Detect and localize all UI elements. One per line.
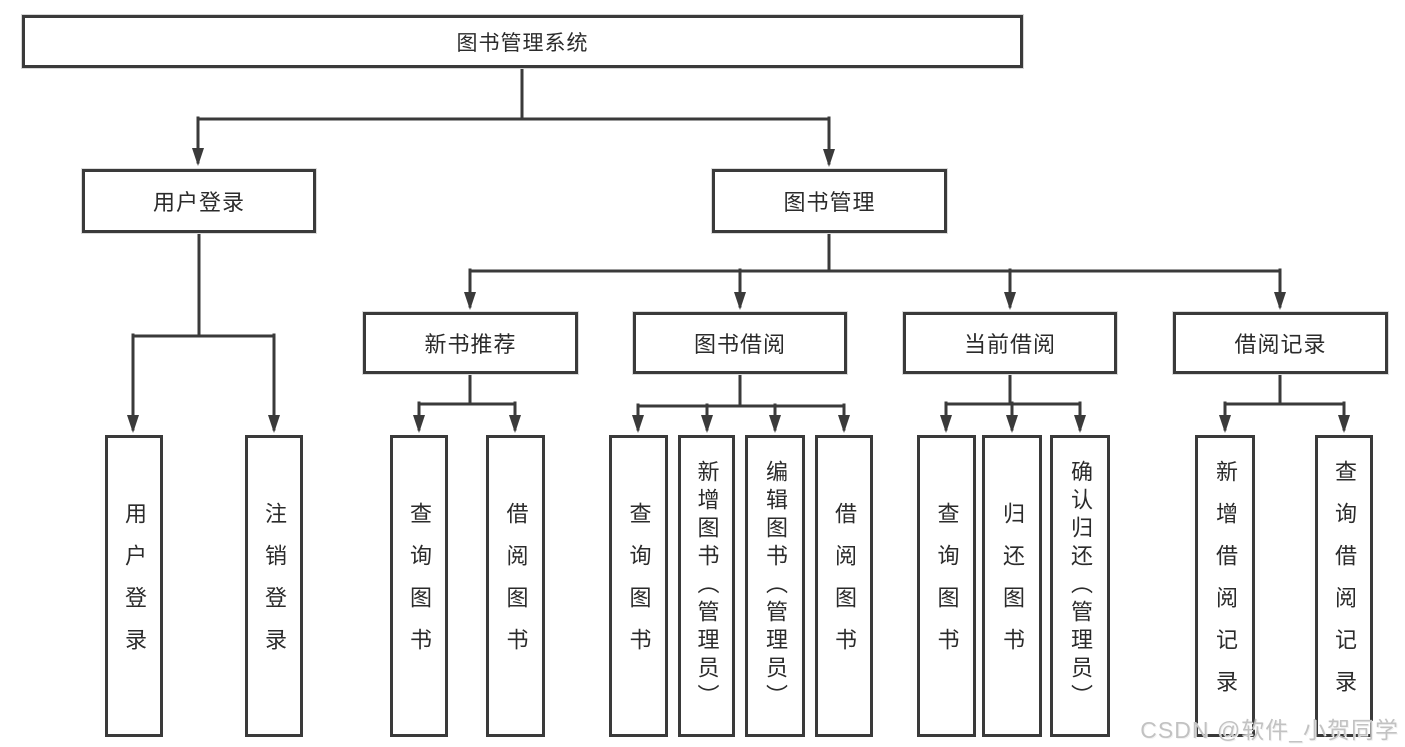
node-borrow-records: 借阅记录 xyxy=(1173,312,1388,374)
node-current-borrow-label: 当前借阅 xyxy=(963,332,1056,357)
leaf-query-borrow-record: 查询借阅记录 xyxy=(1315,435,1373,737)
node-new-book-recommend-label: 新书推荐 xyxy=(424,332,517,357)
leaf-user-login-label: 用户登录 xyxy=(122,502,147,670)
leaf-return-book-label: 归还图书 xyxy=(1000,502,1025,670)
node-borrow-records-label: 借阅记录 xyxy=(1234,332,1327,357)
node-user-login: 用户登录 xyxy=(82,169,316,233)
leaf-user-login: 用户登录 xyxy=(105,435,163,737)
node-book-borrow-label: 图书借阅 xyxy=(693,332,786,357)
node-book-management: 图书管理 xyxy=(712,169,947,233)
leaf-query-book-recommend: 查询图书 xyxy=(390,435,448,737)
leaf-query-book-current-label: 查询图书 xyxy=(934,502,960,670)
connector-recommend-to-leaves xyxy=(417,372,517,406)
leaf-edit-book-admin: 编辑图书（管理员） xyxy=(745,435,805,737)
connector-current-to-leaves xyxy=(944,372,1082,406)
leaf-query-book-current: 查询图书 xyxy=(917,435,976,737)
leaf-borrow-book-recommend-label: 借阅图书 xyxy=(503,502,529,670)
leaf-borrow-book-label: 借阅图书 xyxy=(832,502,857,670)
leaf-add-book-admin: 新增图书（管理员） xyxy=(678,435,735,737)
leaf-logout: 注销登录 xyxy=(245,435,303,737)
node-book-management-label: 图书管理 xyxy=(783,190,876,215)
node-current-borrow: 当前借阅 xyxy=(903,312,1117,374)
connector-userlogin-to-leaves xyxy=(131,231,276,338)
node-user-login-label: 用户登录 xyxy=(152,190,245,215)
leaf-confirm-return-admin-label: 确认归还（管理员） xyxy=(1068,460,1093,712)
node-new-book-recommend: 新书推荐 xyxy=(363,312,578,374)
leaf-add-borrow-record-label: 新增借阅记录 xyxy=(1213,460,1238,712)
leaf-query-book-borrow: 查询图书 xyxy=(609,435,668,737)
leaf-borrow-book: 借阅图书 xyxy=(815,435,873,737)
connector-bookmgmt-to-level3 xyxy=(468,231,1282,273)
leaf-query-book-recommend-label: 查询图书 xyxy=(407,502,432,670)
node-library-system: 图书管理系统 xyxy=(22,15,1023,68)
leaf-add-borrow-record: 新增借阅记录 xyxy=(1195,435,1255,737)
leaf-query-borrow-record-label: 查询借阅记录 xyxy=(1332,460,1357,712)
watermark: CSDN @软件_小贺同学 xyxy=(1140,717,1399,743)
connector-borrow-to-leaves xyxy=(636,372,846,408)
node-book-borrow: 图书借阅 xyxy=(633,312,847,374)
leaf-return-book: 归还图书 xyxy=(982,435,1042,737)
leaf-add-book-admin-label: 新增图书（管理员） xyxy=(694,460,720,712)
leaf-edit-book-admin-label: 编辑图书（管理员） xyxy=(763,460,788,712)
node-library-system-label: 图书管理系统 xyxy=(456,31,589,55)
connector-records-to-leaves xyxy=(1223,372,1346,406)
leaf-query-book-borrow-label: 查询图书 xyxy=(626,502,652,670)
connector-root-to-level2 xyxy=(196,66,831,121)
leaf-borrow-book-recommend: 借阅图书 xyxy=(486,435,545,737)
leaf-confirm-return-admin: 确认归还（管理员） xyxy=(1050,435,1110,737)
leaf-logout-label: 注销登录 xyxy=(262,502,287,670)
